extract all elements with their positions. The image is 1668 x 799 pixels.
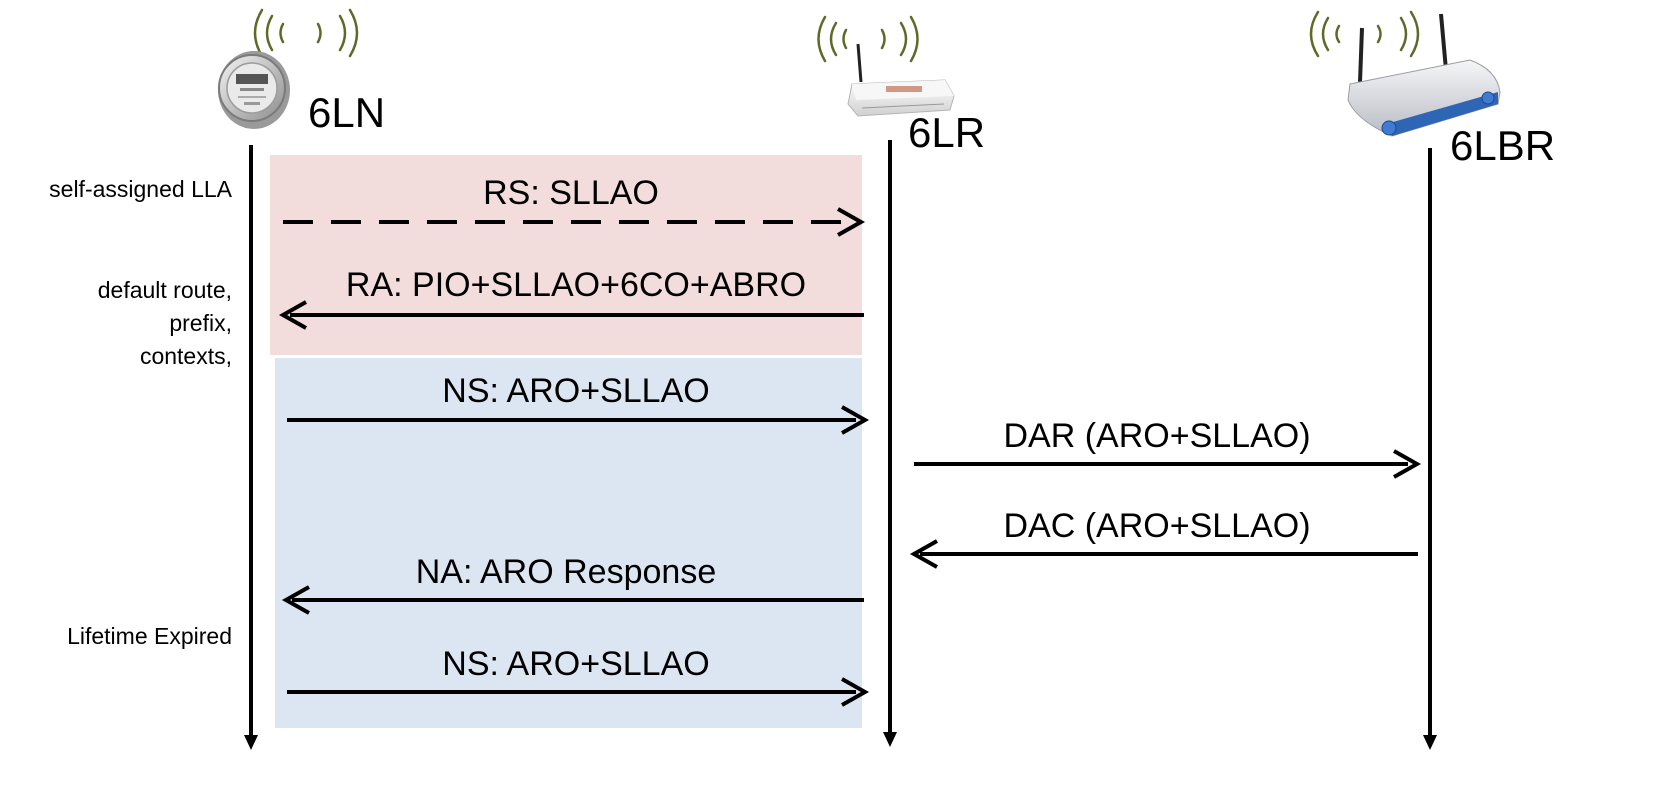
note-prefix: prefix, xyxy=(169,310,232,336)
border-router-icon xyxy=(1347,13,1501,137)
message-dac: DAC (ARO+SLLAO) xyxy=(909,507,1418,569)
node-label-6ln: 6LN xyxy=(308,89,385,136)
wifi-signal-icon xyxy=(1309,10,1420,58)
message-label-ns-1: NS: ARO+SLLAO xyxy=(442,372,709,410)
message-label-ns-2: NS: ARO+SLLAO xyxy=(442,645,709,683)
message-label-ra: RA: PIO+SLLAO+6CO+ABRO xyxy=(346,266,806,304)
message-label-dar: DAR (ARO+SLLAO) xyxy=(1003,417,1310,455)
router-discovery-phase xyxy=(270,155,862,355)
lifeline-6lr xyxy=(883,140,897,747)
note-self-assigned-lla: self-assigned LLA xyxy=(49,176,232,202)
message-dar: DAR (ARO+SLLAO) xyxy=(914,417,1422,479)
message-label-rs: RS: SLLAO xyxy=(483,174,659,212)
lifeline-6ln xyxy=(244,145,258,750)
note-default-route: default route, xyxy=(98,277,232,303)
message-na: NA: ARO Response xyxy=(281,553,864,615)
smart-meter-icon xyxy=(218,51,290,129)
message-ns-2: NS: ARO+SLLAO xyxy=(287,645,870,707)
wifi-signal-icon xyxy=(817,15,919,63)
message-ra: RA: PIO+SLLAO+6CO+ABRO xyxy=(278,266,864,330)
router-icon xyxy=(847,43,955,117)
message-label-na: NA: ARO Response xyxy=(416,553,716,591)
message-ns-1: NS: ARO+SLLAO xyxy=(287,372,870,435)
node-label-6lr: 6LR xyxy=(908,109,985,156)
wifi-signal-icon xyxy=(253,8,359,58)
message-rs: RS: SLLAO xyxy=(283,174,866,237)
note-contexts: contexts, xyxy=(140,343,232,369)
message-label-dac: DAC (ARO+SLLAO) xyxy=(1003,507,1310,545)
lifeline-6lbr xyxy=(1423,148,1437,750)
node-label-6lbr: 6LBR xyxy=(1450,122,1555,169)
note-lifetime-expired: Lifetime Expired xyxy=(67,623,232,649)
